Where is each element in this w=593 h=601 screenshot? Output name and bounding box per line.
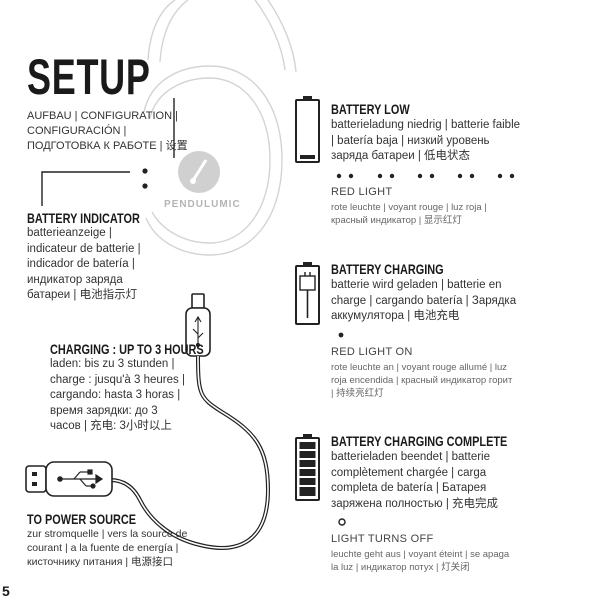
battery-complete-text: batterieladen beendet | batterie complèt… [331,451,499,510]
battery-charging-light-text: rote leuchte an | voyant rouge allumé | … [331,362,513,399]
blinking-light-indicator [336,173,515,179]
battery-low-light-text: rote leuchte | voyant rouge | luz roja |… [331,202,487,226]
battery-charging-light-title: RED LIGHT ON [331,346,413,358]
light-on-indicator [338,332,344,338]
indicator-dot [142,168,148,174]
battery-charging-title: BATTERY CHARGING [331,261,444,277]
light-off-indicator [338,518,346,526]
usb-symbol-icon [192,315,204,348]
battery-complete-title: BATTERY CHARGING COMPLETE [331,433,508,449]
brand-label: PENDULUMIC [164,199,241,210]
page-number: 5 [2,583,10,599]
battery-complete-light-title: LIGHT TURNS OFF [331,533,434,545]
battery-low-light-title: RED LIGHT [331,186,393,198]
indicator-dot [142,183,148,189]
pendulumic-logo [178,151,220,193]
page-title: SETUP [27,49,151,105]
battery-low-text: batterieladung niedrig | batterie faible… [331,119,521,162]
battery-indicator-text: batterieanzeige | indicateur de batterie… [27,227,141,301]
charging-title: CHARGING : UP TO 3 HOURS [50,341,204,357]
power-source-text: zur stromquelle | vers la source de cour… [27,528,188,568]
usb-symbol-icon [57,469,104,489]
battery-full-icon [295,434,320,501]
battery-low-title: BATTERY LOW [331,101,410,117]
headphone-outline [143,0,297,256]
battery-indicator-title: BATTERY INDICATOR [27,210,140,226]
battery-complete-light-text: leuchte geht aus | voyant éteint | se ap… [331,549,510,573]
battery-low-icon [295,96,320,163]
battery-charging-text: batterie wird geladen | batterie en char… [331,279,517,322]
power-source-title: TO POWER SOURCE [27,511,137,527]
indicator-leader-line [41,171,130,206]
battery-charging-icon [295,262,320,325]
setup-subtitle: AUFBAU | CONFIGURATION | CONFIGURACIÓN |… [27,110,188,152]
charging-text: laden: bis zu 3 stunden | charge : jusqu… [50,358,185,432]
